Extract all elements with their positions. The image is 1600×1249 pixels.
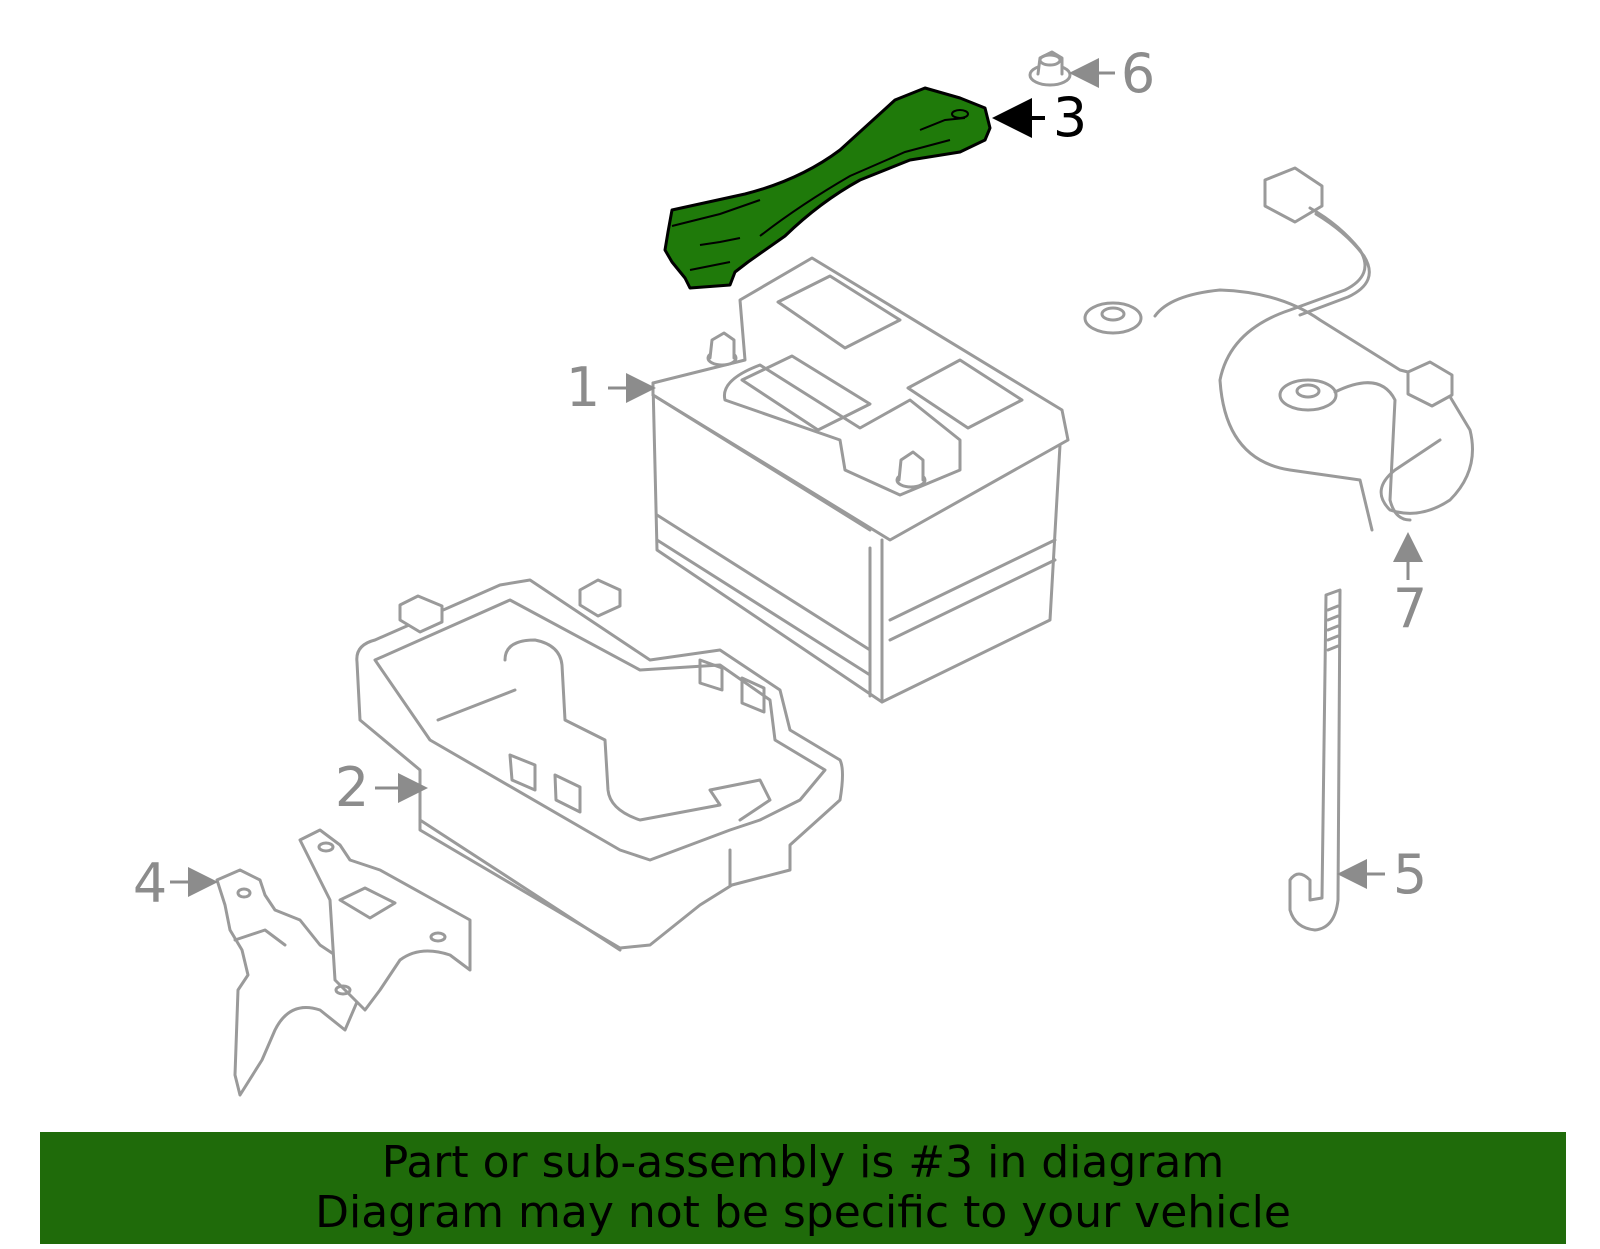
callout-6-label: 6 bbox=[1121, 42, 1155, 105]
callout-3-label: 3 bbox=[1053, 86, 1087, 149]
part-5-j-bolt[interactable] bbox=[1288, 588, 1342, 932]
callout-arrows bbox=[170, 58, 1423, 897]
callout-1-label: 1 bbox=[566, 356, 600, 419]
callout-2-label: 2 bbox=[335, 756, 369, 819]
part-6-nut[interactable] bbox=[1028, 50, 1072, 87]
callout-7-label: 7 bbox=[1393, 577, 1427, 640]
callout-4-label: 4 bbox=[133, 852, 167, 915]
banner-line-1: Part or sub-assembly is #3 in diagram bbox=[381, 1137, 1225, 1188]
part-1-battery[interactable] bbox=[651, 256, 1070, 704]
part-2-battery-tray[interactable] bbox=[355, 578, 844, 952]
info-banner: Part or sub-assembly is #3 in diagram Di… bbox=[40, 1132, 1566, 1244]
callout-5-label: 5 bbox=[1393, 843, 1427, 906]
part-3-hold-down-bracket[interactable] bbox=[663, 86, 992, 290]
part-4-tray-bracket[interactable] bbox=[215, 828, 472, 1097]
part-7-ground-cable[interactable] bbox=[1083, 166, 1474, 532]
banner-line-2: Diagram may not be specific to your vehi… bbox=[315, 1187, 1291, 1238]
